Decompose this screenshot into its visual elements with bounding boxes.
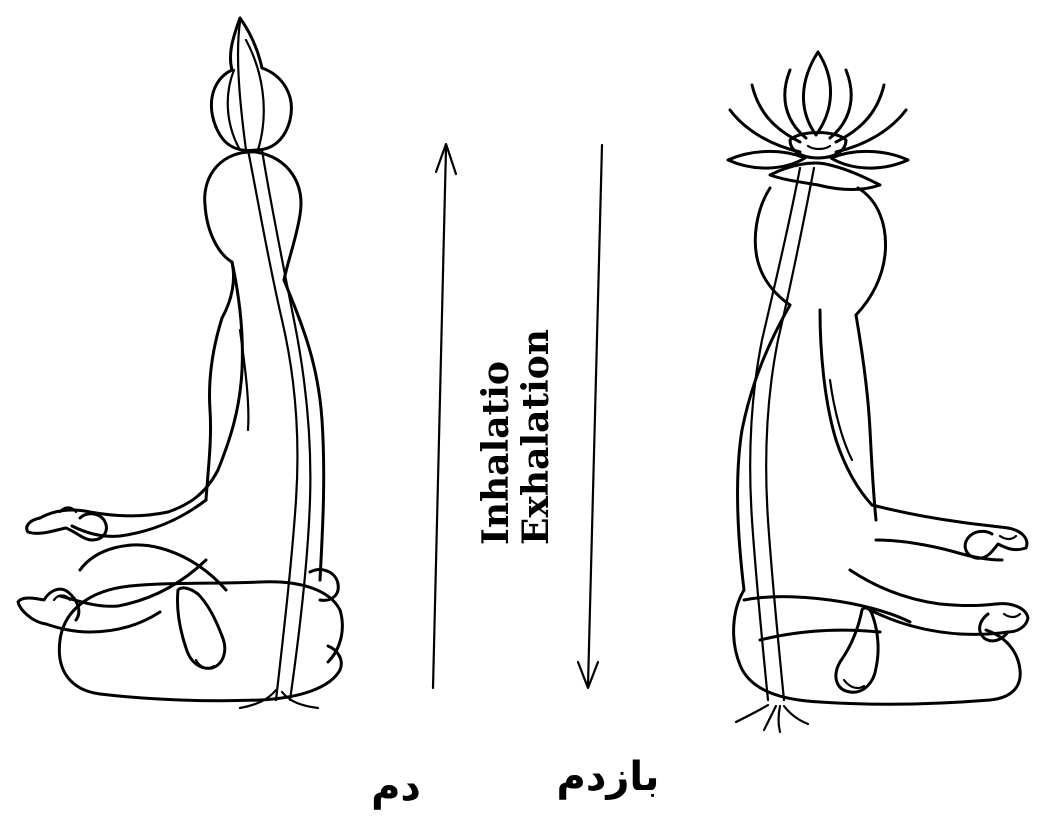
persian-inhale-label: دم bbox=[371, 764, 421, 810]
lotus-bud bbox=[211, 18, 291, 150]
left-meditating-figure bbox=[18, 18, 342, 708]
left-spine-channel bbox=[248, 150, 297, 700]
lotus-flower bbox=[728, 52, 908, 190]
right-head bbox=[755, 188, 790, 305]
right-upper-hand bbox=[965, 528, 1027, 558]
persian-exhale-label: بازدم bbox=[557, 754, 660, 800]
right-spine-channel bbox=[750, 168, 800, 700]
exhalation-label: Exhalation bbox=[515, 329, 557, 545]
inhalation-label: Inhalatio bbox=[475, 361, 517, 545]
left-head bbox=[205, 152, 256, 318]
exhalation-arrow bbox=[578, 145, 602, 688]
inhalation-arrow bbox=[433, 144, 456, 688]
left-foot bbox=[177, 588, 224, 668]
left-upper-hand bbox=[27, 514, 107, 540]
left-lower-hand bbox=[18, 589, 79, 624]
right-meditating-figure bbox=[728, 52, 1028, 732]
right-foot bbox=[836, 608, 878, 692]
